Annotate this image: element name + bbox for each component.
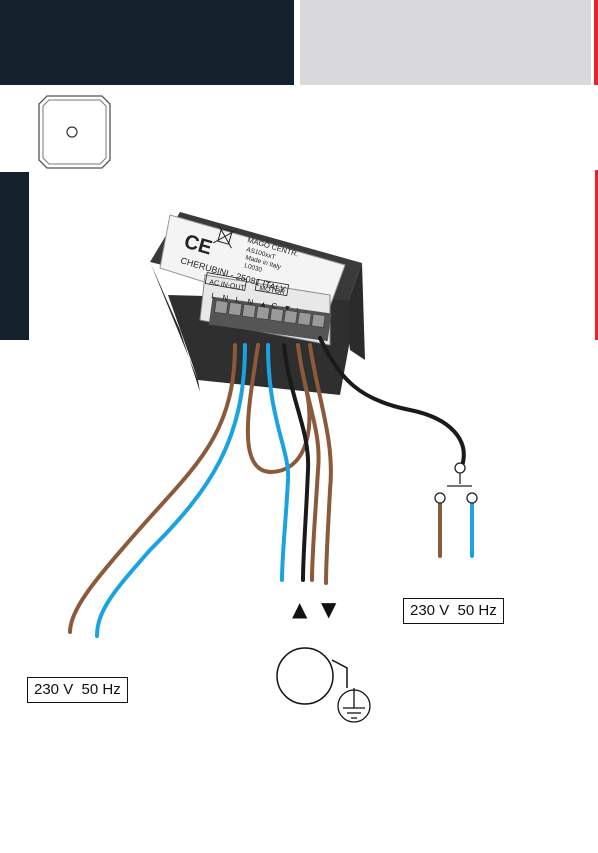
wire-supply-left-brown	[70, 345, 235, 632]
terminal-label: ▼	[283, 303, 292, 313]
motor-symbol-icon	[277, 648, 347, 704]
wire-supply-left-blue	[97, 345, 245, 636]
earth-ground-icon	[338, 688, 370, 722]
supply-left-label: 230 V 50 Hz	[27, 677, 128, 703]
terminal-label: ▲	[259, 299, 268, 309]
push-button-icon	[39, 96, 110, 168]
supply-right-label: 230 V 50 Hz	[403, 598, 504, 624]
push-switch-icon	[435, 463, 477, 503]
motor-up-arrow: ▲	[292, 597, 308, 621]
motor-down-arrow: ▼	[321, 597, 337, 621]
